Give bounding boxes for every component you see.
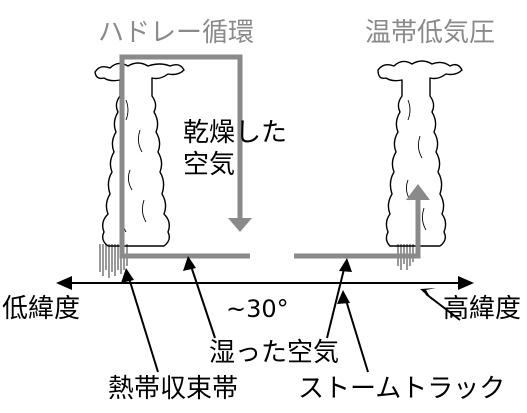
storm-track-pointer bbox=[344, 296, 369, 373]
itcz-label: 熱帯収束帯 bbox=[108, 374, 239, 404]
extratropical-cyclone-label: 温帯低気圧 bbox=[365, 18, 496, 48]
itcz-pointer bbox=[127, 274, 159, 373]
moist-air-label: 湿った空気 bbox=[209, 338, 340, 368]
rain-icon bbox=[99, 244, 128, 278]
high-latitude-label: 高緯度 bbox=[443, 294, 522, 324]
storm-track-flow-arrow bbox=[294, 184, 430, 259]
dry-air-label-line2: 空気 bbox=[183, 150, 236, 180]
moist-air-pointer-left bbox=[189, 262, 216, 339]
latitude-axis bbox=[56, 276, 474, 290]
cumulonimbus-icon bbox=[94, 62, 185, 247]
latitude-30-label: ~30° bbox=[226, 295, 289, 323]
moist-air-pointer-right bbox=[326, 264, 346, 339]
pointer-arrows bbox=[127, 262, 461, 373]
low-latitude-label: 低緯度 bbox=[2, 294, 81, 324]
cumulonimbus-icon bbox=[377, 60, 463, 247]
hadley-circulation-label: ハドレー循環 bbox=[98, 18, 255, 48]
hadley-circulation-arrow bbox=[119, 54, 252, 259]
dry-air-label-line1: 乾燥した bbox=[183, 118, 288, 148]
high-latitude-pointer bbox=[425, 293, 461, 321]
storm-track-label: ストームトラック bbox=[298, 374, 506, 404]
